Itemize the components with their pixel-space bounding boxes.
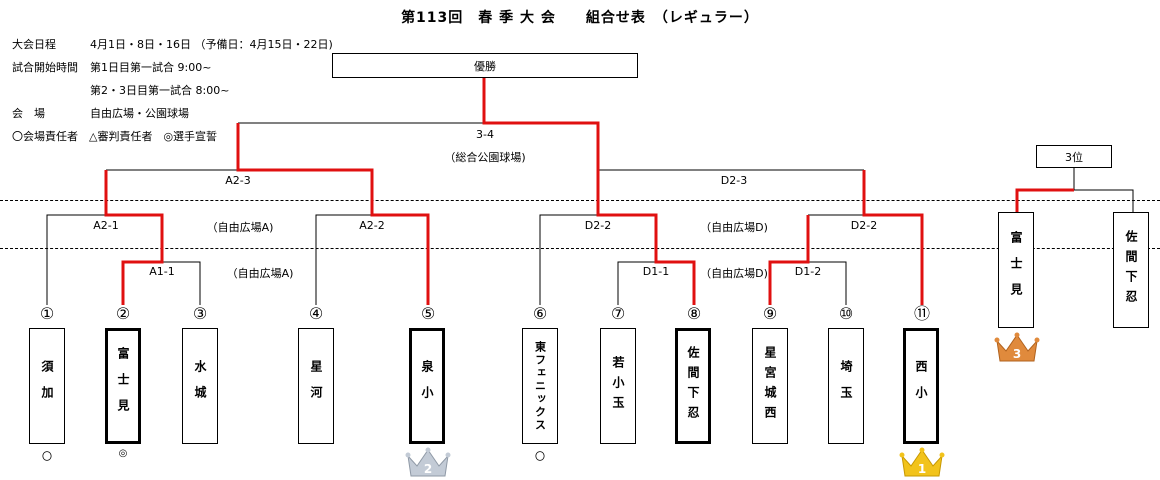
team-name: 佐間下忍 <box>1124 230 1138 310</box>
match-label-d2-2-left: D2-2 <box>584 219 612 232</box>
team-name: 西小 <box>914 360 928 412</box>
seed-number: ⑥ <box>532 304 548 323</box>
dates-label: 大会日程 <box>12 38 56 51</box>
seed-number: ② <box>115 304 131 323</box>
crown-rank-1: 1 <box>918 462 926 476</box>
divider-upper <box>0 200 1160 201</box>
page-title: 第113回 春 季 大 会 組合せ表 （レギュラー） <box>401 10 759 26</box>
start-label: 試合開始時間 <box>12 61 78 74</box>
team-name: 須加 <box>40 360 54 412</box>
match-venue-3-4: （総合公園球場) <box>444 151 526 164</box>
team-name: 東フェニックス <box>533 340 547 432</box>
team-box-3: 水城 <box>182 328 218 444</box>
seed-number: ⑤ <box>420 304 436 323</box>
seed-number: ⑩ <box>838 304 854 323</box>
match-label-a2-1: A2-1 <box>93 219 119 232</box>
role-mark: 〇 <box>42 452 52 463</box>
match-label-d1-2: D1-2 <box>794 265 822 278</box>
role-mark: ◎ <box>118 448 128 459</box>
team-box-7: 若小玉 <box>600 328 636 444</box>
start-value-1: 第1日目第一試合 9:00~ <box>90 61 212 74</box>
seed-number: ① <box>39 304 55 323</box>
venue-label: 会 場 <box>12 107 45 120</box>
venue-label-d-upper: （自由広場D) <box>700 221 768 234</box>
seed-number: ⑪ <box>913 304 930 323</box>
team-name: 埼玉 <box>839 360 853 412</box>
team-box-4: 星河 <box>298 328 334 444</box>
team-name: 星宮城西 <box>763 346 777 426</box>
venue-label-d-lower: （自由広場D) <box>700 267 768 280</box>
final-winner-box: 優勝 <box>332 53 638 78</box>
role-legend: 〇会場責任者 △審判責任者 ◎選手宣誓 <box>12 130 218 143</box>
venue-label-a-upper: （自由広場A) <box>206 221 274 234</box>
team-box-9: 星宮城西 <box>752 328 788 444</box>
seed-number: ⑦ <box>610 304 626 323</box>
team-box-6: 東フェニックス <box>522 328 558 444</box>
crown-rank-3: 3 <box>1013 347 1021 361</box>
match-label-3-4: 3-4 <box>476 128 494 141</box>
match-label-a2-3: A2-3 <box>225 174 251 187</box>
team-name: 水城 <box>193 360 207 412</box>
seed-number: ⑨ <box>762 304 778 323</box>
venue-value: 自由広場・公園球場 <box>90 107 189 120</box>
team-name: 富士見 <box>1009 231 1023 309</box>
start-value-2: 第2・3日目第一試合 8:00~ <box>90 84 230 97</box>
team-name: 星河 <box>309 360 323 412</box>
seed-number: ③ <box>192 304 208 323</box>
team-box-5: 泉小 <box>409 328 445 444</box>
third-place-box: 3位 <box>1036 145 1112 168</box>
team-name: 泉小 <box>420 360 434 412</box>
match-label-d2-2-right: D2-2 <box>850 219 878 232</box>
bronze-crown-icon: 3 <box>994 332 1040 362</box>
match-label-d1-1: D1-1 <box>642 265 670 278</box>
silver-crown-icon: 2 <box>405 447 451 477</box>
team-box-10: 埼玉 <box>828 328 864 444</box>
match-label-a2-2: A2-2 <box>359 219 385 232</box>
match-label-a1-1: A1-1 <box>149 265 175 278</box>
match-label-d2-3: D2-3 <box>720 174 748 187</box>
gold-crown-icon: 1 <box>899 447 945 477</box>
crown-rank-2: 2 <box>424 462 432 476</box>
team-name: 富士見 <box>116 347 130 425</box>
dates-value: 4月1日・8日・16日 （予備日：4月15日・22日) <box>90 38 333 51</box>
team-box-11: 西小 <box>903 328 939 444</box>
third-place-team-box-1: 富士見 <box>998 212 1034 328</box>
team-box-2: 富士見 <box>105 328 141 444</box>
team-name: 佐間下忍 <box>686 346 700 426</box>
third-place-team-box-2: 佐間下忍 <box>1113 212 1149 328</box>
team-name: 若小玉 <box>611 356 625 416</box>
venue-label-a-lower: （自由広場A) <box>226 267 294 280</box>
team-box-8: 佐間下忍 <box>675 328 711 444</box>
divider-lower <box>0 248 1160 249</box>
seed-number: ④ <box>308 304 324 323</box>
team-box-1: 須加 <box>29 328 65 444</box>
role-mark: 〇 <box>535 452 545 463</box>
seed-number: ⑧ <box>686 304 702 323</box>
